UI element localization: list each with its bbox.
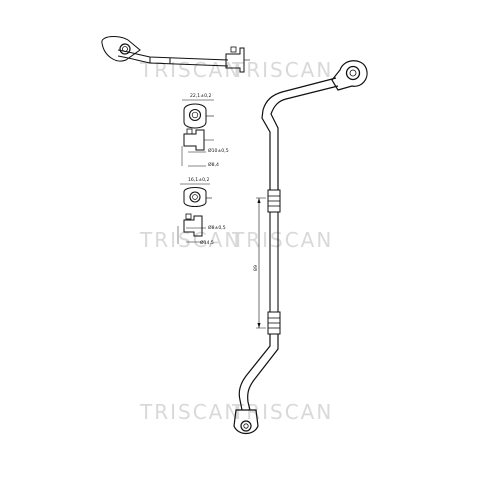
fitting-1-length-dim: Ø8,4 — [208, 161, 219, 168]
watermark-group: TRISCAN TRISCAN TRISCAN TRISCAN TRISCAN … — [139, 58, 333, 424]
end-fitting-side — [225, 47, 245, 73]
banjo-fitting-top — [331, 60, 368, 91]
fitting-2-bore-dim: Ø8±0,5 — [208, 224, 226, 231]
fitting-1-section — [183, 129, 205, 151]
banjo-eye-side — [119, 43, 131, 55]
hose-assembly — [233, 60, 368, 435]
fitting-1-bore-dim: Ø10±0,5 — [208, 147, 229, 154]
watermark-top-left: TRISCAN — [139, 58, 241, 82]
watermark-top-right: TRISCAN — [231, 58, 333, 82]
banjo-eye-top — [345, 65, 361, 81]
fitting-1-thread-dim: 22,1±0,2 — [190, 93, 211, 99]
line-side-view — [101, 35, 250, 73]
fitting-1-detail: 22,1±0,2 Ø10±0,5 Ø8,4 — [181, 93, 229, 168]
fitting-2-length-dim: Ø14,5 — [200, 239, 214, 246]
watermark-middle-right: TRISCAN — [231, 228, 333, 252]
fitting-2-detail: 16,1±0,2 Ø8±0,5 Ø14,5 — [177, 177, 226, 246]
hose-length-label: 89 — [253, 265, 259, 271]
fitting-1-front — [183, 103, 207, 129]
watermark-bottom-right: TRISCAN — [231, 400, 333, 424]
fitting-2-section — [183, 215, 203, 237]
banjo-fitting-bottom — [233, 409, 259, 435]
banjo-eye-bottom — [240, 420, 252, 432]
watermark-bottom-left: TRISCAN — [139, 400, 241, 424]
hose-length-dimension: 89 — [253, 197, 266, 329]
fitting-2-thread-dim: 16,1±0,2 — [188, 177, 209, 183]
fitting-2-front — [183, 187, 207, 207]
